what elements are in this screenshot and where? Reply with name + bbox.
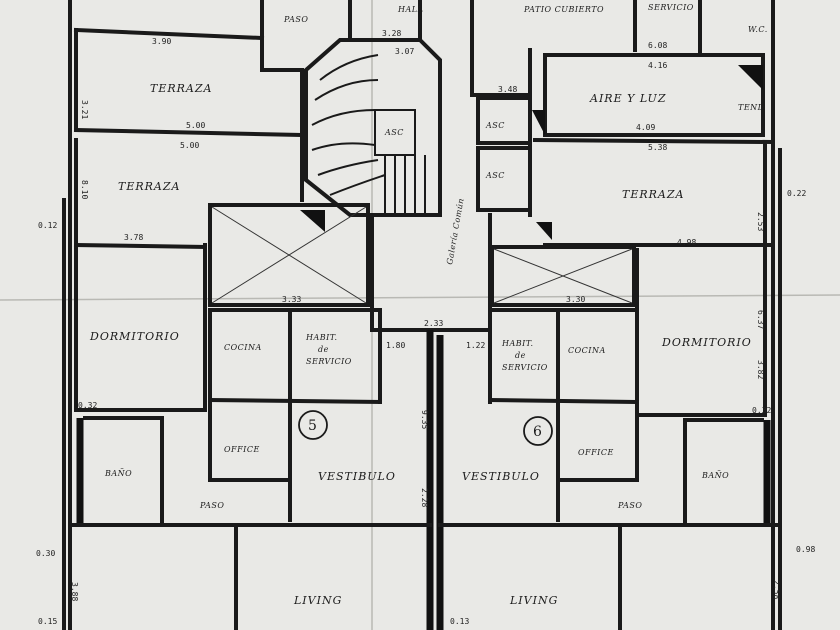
room-label-office-left: OFFICE [224,445,260,454]
room-label-paso-right: PASO [617,501,642,510]
room-label-asc-small-2: ASC [485,171,505,180]
room-label-vestibulo-left: VESTIBULO [318,470,396,483]
room-label-habit-right: HABIT. [501,339,534,348]
room-label-dormitorio-left: DORMITORIO [89,330,180,343]
room-label-vestibulo-right: VESTIBULO [462,470,540,483]
unit-5-walls [68,243,432,630]
dim-328-top: 3.28 [382,29,401,38]
room-label-living-left: LIVING [293,594,342,607]
dim-233: 2.33 [424,319,443,328]
room-label-dormitorio-right: DORMITORIO [661,336,752,349]
dim-253: 2.53 [756,212,765,231]
room-label-paso-left: PASO [199,501,224,510]
unit-5-circle [298,410,328,440]
dim-180: 1.80 [386,341,405,350]
room-label-cocina-right: COCINA [568,346,606,355]
room-label-asc-small-1: ASC [485,121,505,130]
dim-022: 0.22 [787,189,806,198]
dim-228: 2.28 [420,488,429,507]
unit-5-number: 5 [308,418,317,434]
unit-6-number: 6 [533,424,542,440]
dim-098: 0.98 [796,545,815,554]
dim-416: 4.16 [648,61,667,70]
room-label-office-right: OFFICE [578,448,614,457]
dim-382: 3.82 [756,360,765,379]
room-label-living-right: LIVING [509,594,558,607]
room-label-aire-luz: AIRE Y LUZ [589,92,666,105]
dim-307: 3.07 [395,47,414,56]
dim-935: 9.35 [420,410,429,429]
room-label-habit-left-servicio: SERVICIO [306,357,352,366]
dim-498: 4.98 [677,238,696,247]
room-label-habit-left: HABIT. [305,333,338,342]
dim-330: 3.30 [566,295,585,304]
dim-321: 3.21 [80,100,89,119]
dim-388: 3.88 [70,582,79,601]
room-label-terraza-top-left: TERRAZA [150,82,212,95]
dim-015: 0.15 [38,617,57,626]
unit-6-walls [438,243,782,630]
dim-500: 5.00 [186,121,205,130]
dim-030: 0.30 [36,549,55,558]
dim-348: 3.48 [498,85,517,94]
void-left [208,203,370,307]
room-label-habit-right-servicio: SERVICIO [502,363,548,372]
room-label-ascensor: ASC [384,128,404,137]
void-right [490,245,636,307]
stair-core [304,38,442,217]
room-label-cocina-left: COCINA [224,343,262,352]
room-label-terraza-left: TERRAZA [118,180,180,193]
room-label-habit-right-de: de [515,351,526,360]
dim-333: 3.33 [282,295,301,304]
dim-500b: 5.00 [180,141,199,150]
room-label-habit-left-de: de [318,345,329,354]
room-label-wc: W.C. [748,25,768,34]
dim-810: 8.10 [80,180,89,199]
dim-122: 1.22 [466,341,485,350]
dim-409: 4.09 [636,123,655,132]
shaft-markers [300,65,763,240]
room-label-galeria: Galería Común [445,197,466,265]
dim-013: 0.13 [450,617,469,626]
fold-line-horizontal [0,294,840,301]
unit-6-circle [523,416,553,446]
dim-012: 0.12 [38,221,57,230]
room-label-bano-left: BAÑO [104,469,132,478]
dim-608: 6.08 [648,41,667,50]
room-label-hall: HALL [397,5,423,14]
room-label-patio: PATIO CUBIERTO [523,5,604,14]
room-label-tendero: TEND [738,103,765,112]
room-label-servicio: SERVICIO [648,3,694,12]
dim-032-right: 0.32 [752,406,771,415]
room-label-paso-top: PASO [283,15,308,24]
room-label-bano-right: BAÑO [701,471,729,480]
dim-258: 2.58 [772,580,781,599]
dim-390: 3.90 [152,37,171,46]
dim-637: 6.37 [756,310,765,329]
room-label-terraza-right: TERRAZA [622,188,684,201]
dim-032-left: 0.32 [78,401,97,410]
dim-538: 5.38 [648,143,667,152]
dim-378: 3.78 [124,233,143,242]
upper-walls [73,0,773,250]
